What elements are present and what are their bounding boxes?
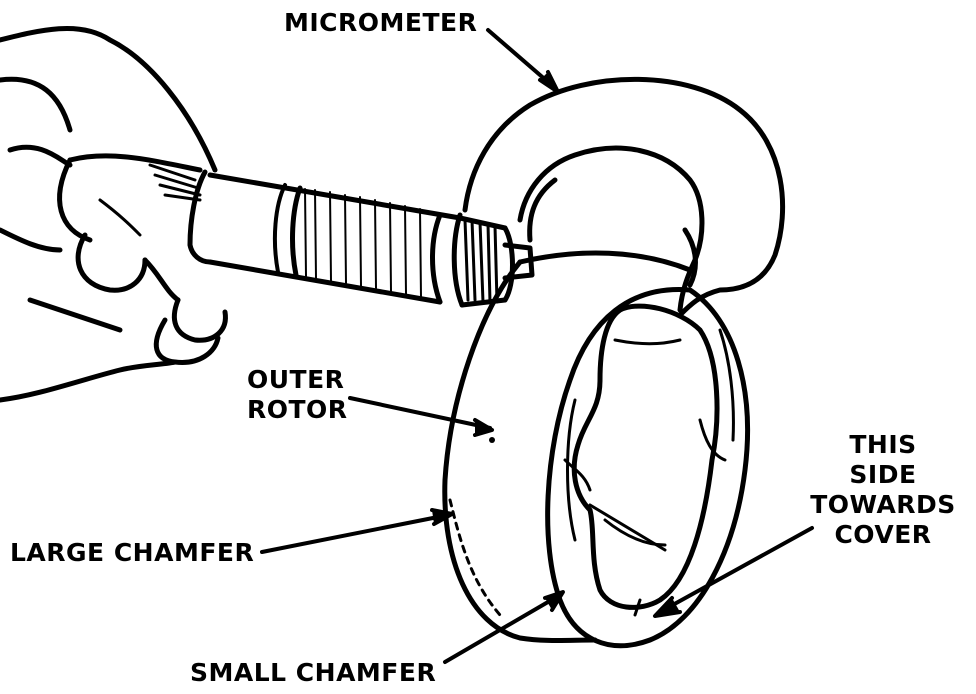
micrometer-barrel xyxy=(148,163,535,308)
hand-illustration xyxy=(0,26,228,403)
label-micrometer: MICROMETER xyxy=(284,8,478,37)
label-outer-rotor-line1: OUTER xyxy=(247,365,345,394)
arrowhead-large-chamfer xyxy=(430,508,454,526)
leader-small-chamfer xyxy=(443,593,562,664)
arrowhead-this-side xyxy=(653,596,682,618)
arrowhead-micrometer xyxy=(538,70,560,94)
label-large-chamfer: LARGE CHAMFER xyxy=(10,538,255,567)
label-this-side-line3: TOWARDS xyxy=(810,490,956,519)
outer-rotor xyxy=(442,250,750,649)
label-outer-rotor: OUTER ROTOR xyxy=(247,365,348,425)
label-this-side-line1: THIS xyxy=(849,430,917,459)
leader-outer-rotor xyxy=(348,396,492,430)
label-this-side-towards-cover: THIS SIDE TOWARDS COVER xyxy=(808,430,958,550)
label-outer-rotor-line2: ROTOR xyxy=(247,395,348,424)
arrowhead-small-chamfer xyxy=(543,590,565,612)
label-this-side-line4: COVER xyxy=(834,520,932,549)
leader-large-chamfer xyxy=(260,513,450,554)
label-small-chamfer: SMALL CHAMFER xyxy=(190,658,437,687)
leader-lines xyxy=(260,28,814,664)
micrometer-frame xyxy=(462,76,786,318)
leader-this-side xyxy=(658,526,814,614)
label-this-side-line2: SIDE xyxy=(849,460,917,489)
arrowhead-outer-rotor xyxy=(473,418,494,437)
